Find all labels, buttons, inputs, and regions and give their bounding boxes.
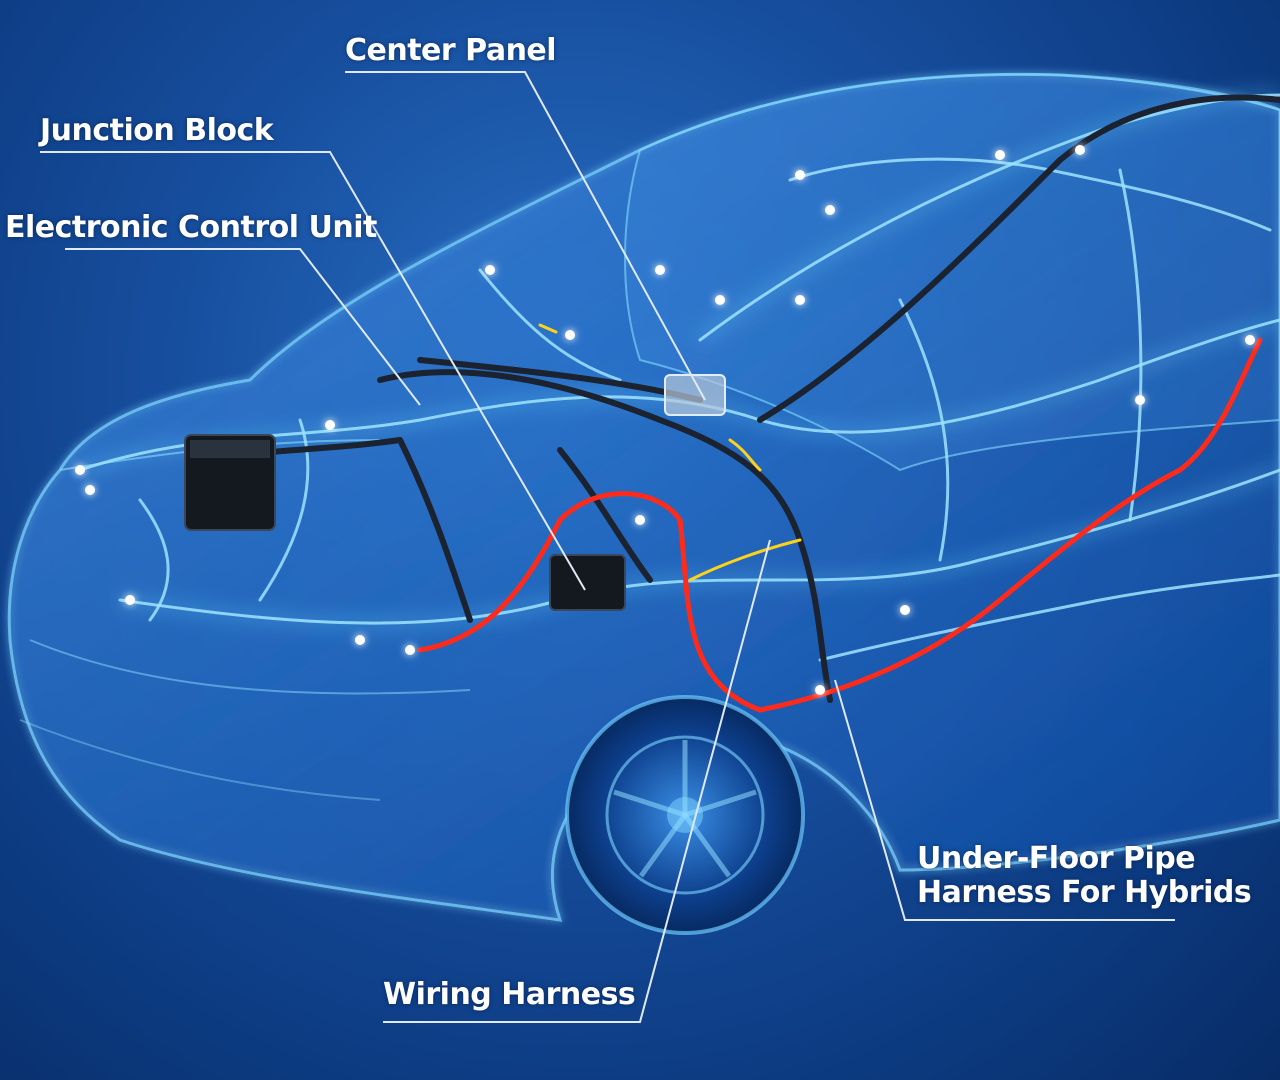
leader-junction-block — [40, 151, 586, 591]
leader-lines — [40, 71, 1175, 1023]
junction-block-module — [549, 554, 626, 611]
label-under-floor-line2: Harness For Hybrids — [917, 875, 1252, 910]
label-electronic-control-unit: Electronic Control Unit — [5, 210, 377, 245]
ecu-module — [184, 434, 276, 531]
leader-ecu — [65, 248, 421, 406]
wire-network — [78, 93, 1280, 713]
label-junction-block: Junction Block — [40, 113, 274, 148]
label-under-floor-line1: Under-Floor Pipe — [917, 841, 1196, 876]
leader-under-floor — [834, 679, 1175, 921]
center-panel-module — [664, 374, 726, 416]
leader-wiring-harness — [383, 539, 771, 1023]
label-center-panel: Center Panel — [345, 33, 557, 68]
connector-points — [75, 145, 1255, 695]
label-under-floor-pipe-harness: Under-Floor Pipe Harness For Hybrids — [917, 841, 1252, 910]
leader-center-panel — [345, 71, 706, 401]
label-wiring-harness: Wiring Harness — [383, 977, 636, 1012]
front-wheel — [565, 695, 805, 935]
